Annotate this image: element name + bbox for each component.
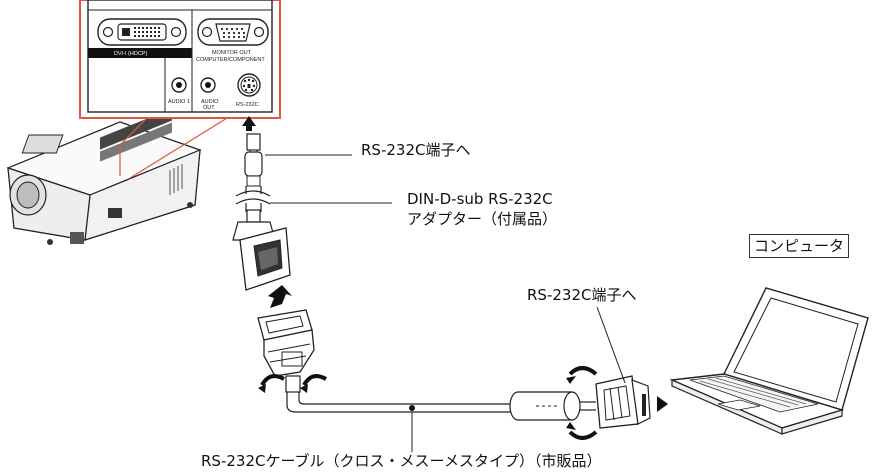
- screw-arrow-bottom-icon: [568, 430, 598, 440]
- screw-arrow-left-icon: [260, 374, 285, 387]
- dsub-plug-right: [595, 375, 651, 429]
- dvi-label: DVI-I (HDCP): [114, 51, 147, 57]
- label-cable: RS-232Cケーブル（クロス・メスーメスタイプ）（市販品）: [201, 452, 602, 470]
- break-mark: [235, 190, 271, 197]
- label-rs232c-terminal-top: RS-232C端子へ: [361, 141, 471, 159]
- label-adapter-line1: DIN-D-sub RS-232C: [407, 190, 553, 208]
- rs232c-port-label: RS-232C: [236, 102, 259, 108]
- arrow-up-to-adapter-icon: [268, 285, 292, 308]
- label-rs232c-terminal-pc: RS-232C端子へ: [527, 286, 637, 304]
- terminal-panel: DVI-I (HDCP) MONITOR OUT COMPUTER/COMPON…: [79, 0, 281, 119]
- audio-out-label-1: AUDIO: [201, 99, 219, 105]
- arrow-right-to-computer-icon: [657, 396, 668, 412]
- label-computer: コンピュータ: [749, 234, 850, 258]
- din-plug: [244, 133, 263, 187]
- audio-out-label-2: OUT: [203, 105, 215, 111]
- ferrite-core: [509, 391, 581, 421]
- leader-rs232c-pc: [596, 306, 626, 384]
- projector-illustration: [6, 108, 202, 245]
- din-dsub-adapter: [232, 209, 291, 291]
- zoom-line-right: [129, 114, 233, 179]
- arrow-up-to-port-icon: [242, 116, 256, 131]
- computer-component-label: COMPUTER/COMPONENT: [196, 57, 265, 63]
- screw-arrow-top-icon: [568, 366, 598, 376]
- rs232c-cable: [286, 392, 516, 413]
- label-adapter-line2: アダプター（付属品）: [407, 210, 558, 228]
- dsub-plug-left: [257, 309, 315, 393]
- audio1-label: AUDIO 1: [168, 99, 190, 105]
- screw-arrow-right-icon: [302, 374, 327, 387]
- monitor-out-label: MONITOR OUT: [212, 50, 252, 56]
- laptop-illustration: [669, 287, 869, 435]
